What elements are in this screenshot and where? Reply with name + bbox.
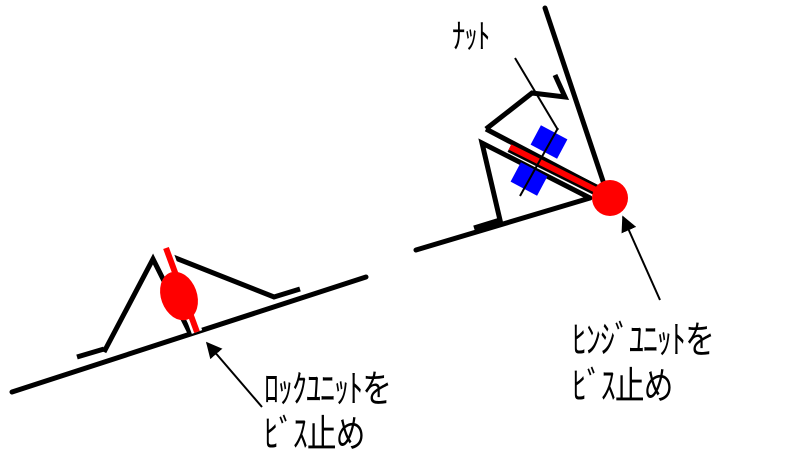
lock-unit-assembly: [9, 246, 369, 408]
nut-label: ﾅｯﾄ: [452, 17, 490, 57]
lock-unit-label-line1: ﾛｯｸﾕﾆｯﾄを: [264, 367, 392, 411]
hinge-base-line: [413, 195, 593, 253]
lock-screw-head: [160, 271, 198, 321]
lock-pointer-arrow: [205, 341, 263, 408]
lock-right-bracket: [167, 252, 301, 300]
hinge-screw-head: [592, 180, 628, 216]
hinge-pointer-arrow: [621, 215, 661, 301]
hinge-unit-label-line1: ﾋﾝｼﾞﾕﾆｯﾄを: [572, 318, 715, 362]
hinge-upper-bracket: [484, 73, 570, 131]
hinge-unit-assembly: [413, 5, 661, 301]
lock-base-line: [9, 274, 369, 395]
lock-left-foot: [76, 346, 105, 360]
hinge-unit-label-line2: ﾋﾞｽ止め: [572, 364, 673, 408]
hinge-screw-shaft: [508, 144, 610, 199]
lock-unit-label-line2: ﾋﾞｽ止め: [264, 412, 365, 456]
nut-cross-line: [519, 127, 559, 197]
nut-pointer-line: [514, 57, 559, 131]
hinge-panel-line: [542, 5, 609, 193]
nut-block-upper: [530, 125, 568, 159]
